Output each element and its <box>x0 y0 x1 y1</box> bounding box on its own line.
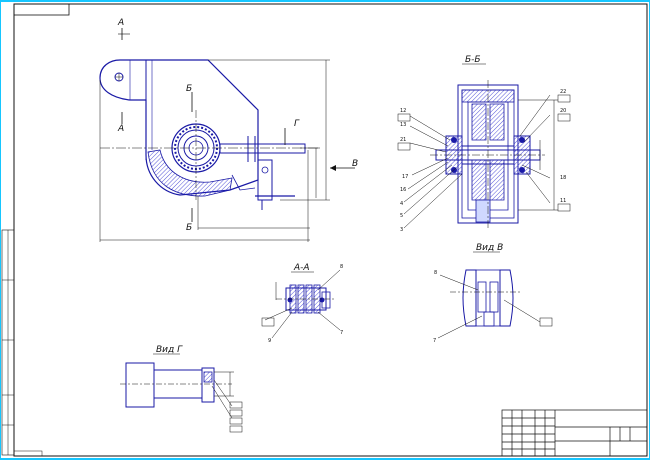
title-block <box>501 409 648 457</box>
shaft <box>219 143 306 154</box>
callout: 9 <box>268 338 271 344</box>
section-aa: A-A 8 7 9 <box>261 263 343 344</box>
cut-mark-b-bottom: Б <box>186 223 192 233</box>
view-g: Вид Г <box>120 345 243 433</box>
bottom-left-stamp <box>13 450 43 457</box>
lower-housing-hatch <box>147 149 233 197</box>
callout: 18 <box>560 175 566 181</box>
callout: 22 <box>560 89 566 95</box>
main-view: А А Б Б Г В <box>99 18 358 242</box>
cut-mark-b-top: Б <box>186 84 192 94</box>
section-aa-title: A-A <box>293 263 310 273</box>
callout: 8 <box>434 270 437 276</box>
callout: 5 <box>400 213 403 219</box>
callout: 7 <box>340 330 343 336</box>
cut-mark-g: Г <box>294 119 300 129</box>
cut-mark-a-top: А <box>117 18 124 28</box>
callout: 7 <box>433 338 436 344</box>
cut-mark-a-bottom: А <box>117 124 124 134</box>
section-bb: Б-Б <box>397 55 571 233</box>
section-bb-title: Б-Б <box>465 55 481 65</box>
callout: 8 <box>340 264 343 270</box>
callout: 11 <box>560 198 566 204</box>
view-v: Вид В 8 7 <box>433 243 553 344</box>
cut-mark-v: В <box>352 159 358 169</box>
view-g-title: Вид Г <box>156 345 183 355</box>
callout: 21 <box>400 137 406 143</box>
callout: 4 <box>400 201 403 207</box>
callouts-bb-right: 22 20 18 11 <box>560 89 566 204</box>
callout: 12 <box>400 108 406 114</box>
wheel-hatch <box>471 103 505 201</box>
callout: 13 <box>400 122 406 128</box>
left-side-strip <box>1 229 15 456</box>
callout: 20 <box>560 108 566 114</box>
lever-bracket <box>257 159 273 201</box>
view-v-title: Вид В <box>476 243 503 253</box>
housing-outline <box>99 59 259 196</box>
callout: 16 <box>400 187 406 193</box>
top-left-stamp <box>13 3 70 16</box>
callout: 3 <box>400 227 403 233</box>
callouts-bb-left: 12 13 21 17 16 4 5 3 <box>400 108 408 233</box>
callout: 17 <box>402 174 408 180</box>
